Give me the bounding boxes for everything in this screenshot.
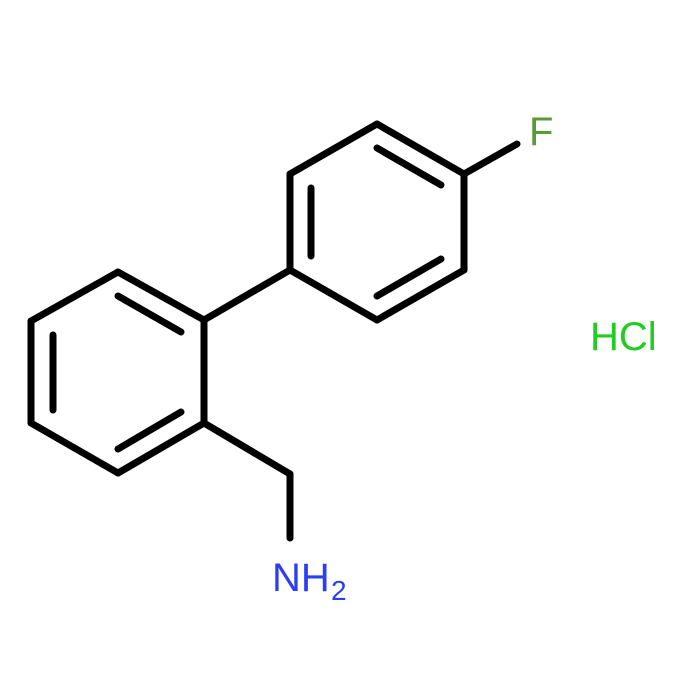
bond-ring1-a <box>114 268 208 324</box>
bond-ring2-double-2 <box>373 144 445 189</box>
bond-ring-ch2 <box>200 419 294 478</box>
amine-subscript-label: 2 <box>331 575 347 606</box>
amine-label: NH <box>272 556 330 600</box>
bond-biphenyl <box>200 266 294 324</box>
bond-ring2-double-3 <box>373 255 445 300</box>
bond-ring2-e <box>373 266 468 324</box>
bond-ring1-e <box>114 419 208 477</box>
fluorine-label: F <box>529 110 553 154</box>
bond-ring1-b <box>27 268 122 325</box>
salt-label: HCl <box>590 315 657 359</box>
bond-ring1-d <box>27 419 122 477</box>
bond-ring1-double-1 <box>114 292 185 336</box>
bond-ring2-b <box>286 120 381 178</box>
bond-ring1-double-3 <box>114 408 185 453</box>
bond-ring2-f <box>286 266 381 324</box>
bonds <box>27 120 521 542</box>
bond-ring2-c <box>373 120 468 178</box>
bond-c-f <box>460 140 521 178</box>
